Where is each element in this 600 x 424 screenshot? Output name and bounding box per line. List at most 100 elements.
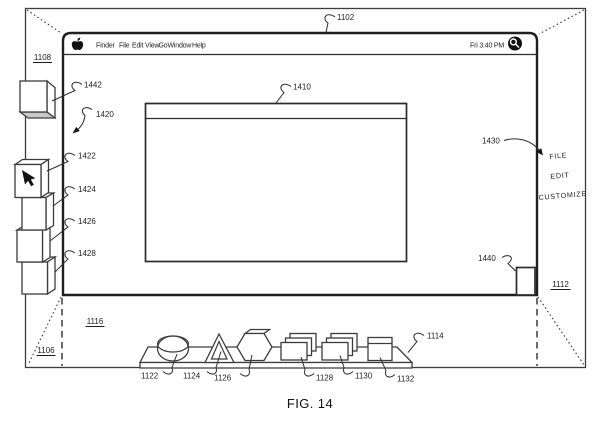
wall-menu-item-file[interactable]: FILE bbox=[549, 150, 568, 161]
ref-1112: 1112 bbox=[552, 280, 569, 289]
cube-front-face bbox=[14, 163, 42, 199]
wall-menu-item-edit[interactable]: EDIT bbox=[550, 170, 570, 181]
cube-side-face bbox=[41, 224, 51, 264]
spotlight-handle bbox=[514, 43, 520, 48]
apple-menu[interactable] bbox=[71, 37, 84, 50]
floating-cube-item[interactable] bbox=[18, 79, 57, 120]
ref-1426: 1426 bbox=[78, 217, 96, 226]
stack-front bbox=[321, 341, 349, 361]
dock-item-pyramid[interactable] bbox=[203, 332, 236, 364]
spotlight-glass bbox=[509, 38, 518, 46]
reference-labels: 1102 1108 1442 1420 1422 1424 1426 1428 … bbox=[33, 13, 571, 384]
arrow-1420-head bbox=[72, 126, 80, 134]
dock-item-window-stack-a[interactable] bbox=[280, 332, 317, 361]
leader-1440 bbox=[501, 255, 516, 272]
leader-1132 bbox=[379, 357, 396, 378]
ref-1128: 1128 bbox=[316, 374, 334, 383]
menu-item-finder[interactable]: Finder bbox=[96, 43, 116, 50]
leader-1428 bbox=[54, 250, 76, 273]
pyramid-outer bbox=[203, 332, 236, 364]
menu-item-file[interactable]: File bbox=[119, 43, 130, 50]
ref-1132: 1132 bbox=[397, 375, 415, 384]
ref-1428: 1428 bbox=[78, 249, 96, 258]
leader-1128 bbox=[300, 356, 315, 377]
ref-1422: 1422 bbox=[78, 152, 96, 161]
cube-stack bbox=[12, 158, 58, 296]
stack-cube-1[interactable] bbox=[12, 158, 51, 199]
apple-icon-body bbox=[71, 41, 84, 50]
menu-item-view[interactable]: View bbox=[145, 43, 161, 50]
perspective-line-bottom-right bbox=[537, 296, 585, 366]
disc-body bbox=[156, 335, 190, 362]
ref-1430: 1430 bbox=[482, 137, 500, 146]
cube-front-face bbox=[21, 261, 49, 295]
perspective-line-top-left bbox=[26, 9, 62, 34]
ref-1108: 1108 bbox=[34, 53, 52, 62]
menu-item-go[interactable]: Go bbox=[159, 43, 168, 50]
leader-1126 bbox=[239, 354, 253, 377]
dock-item-disc[interactable] bbox=[156, 335, 190, 362]
perspective-line-top-right bbox=[538, 9, 585, 35]
shelf-front-face bbox=[139, 361, 413, 369]
ref-1126: 1126 bbox=[214, 374, 232, 383]
arrow-1420-shaft bbox=[77, 107, 93, 130]
dock-item-box[interactable] bbox=[367, 336, 393, 362]
leader-1424 bbox=[52, 186, 76, 207]
menu-item-edit[interactable]: Edit bbox=[132, 43, 144, 50]
ref-1440: 1440 bbox=[478, 254, 496, 263]
leader-1442 bbox=[51, 81, 83, 102]
stack-cube-3[interactable] bbox=[14, 224, 53, 264]
cube-side-face bbox=[46, 79, 56, 120]
ref-1122: 1122 bbox=[141, 372, 159, 381]
arrow-1430-head bbox=[536, 148, 543, 156]
spotlight-button[interactable] bbox=[508, 36, 522, 51]
disc-rim bbox=[156, 335, 190, 353]
leader-1426 bbox=[49, 218, 76, 242]
menu-bar: Finder File Edit View Go Window Help Fri… bbox=[71, 36, 522, 51]
dock-item-hexagon[interactable] bbox=[236, 328, 273, 362]
menu-item-help[interactable]: Help bbox=[192, 43, 206, 50]
cube-front-face bbox=[19, 80, 48, 113]
leader-1114 bbox=[407, 332, 425, 353]
arrow-1430-shaft bbox=[503, 138, 540, 151]
leader-1410 bbox=[275, 83, 292, 104]
stack-front bbox=[280, 341, 308, 361]
cube-side-face bbox=[46, 255, 56, 296]
leader-lines bbox=[46, 14, 543, 378]
hexagon-face bbox=[236, 332, 273, 362]
dock-items bbox=[156, 328, 393, 364]
corner-box-item[interactable] bbox=[515, 266, 536, 296]
ref-1106: 1106 bbox=[37, 346, 55, 355]
app-window-frame bbox=[144, 102, 408, 263]
leader-1422 bbox=[46, 152, 76, 172]
ref-1124: 1124 bbox=[183, 372, 201, 381]
cube-front-face bbox=[21, 196, 47, 231]
menu-clock[interactable]: Fri 3:40 PM bbox=[470, 43, 505, 50]
pyramid-inner bbox=[210, 340, 228, 360]
leader-1122 bbox=[162, 353, 178, 375]
ref-1424: 1424 bbox=[78, 185, 96, 194]
apple-icon bbox=[77, 37, 81, 41]
ref-1410: 1410 bbox=[293, 83, 311, 92]
ref-1130: 1130 bbox=[355, 372, 373, 381]
ref-1114: 1114 bbox=[427, 332, 444, 341]
leader-1130 bbox=[339, 355, 354, 375]
wall-menu: FILE EDIT CUSTOMIZE bbox=[538, 150, 587, 202]
ref-1420: 1420 bbox=[96, 110, 114, 119]
leader-1102 bbox=[324, 14, 336, 33]
ref-1102: 1102 bbox=[337, 13, 355, 22]
leader-1124 bbox=[206, 351, 222, 375]
menu-item-window[interactable]: Window bbox=[168, 43, 193, 50]
dock-item-window-stack-b[interactable] bbox=[321, 332, 358, 361]
ref-1442: 1442 bbox=[84, 81, 102, 90]
wall-menu-item-customize[interactable]: CUSTOMIZE bbox=[538, 189, 587, 202]
cube-front-face bbox=[16, 229, 44, 263]
ref-1116: 1116 bbox=[87, 317, 104, 326]
stack-cube-2[interactable] bbox=[19, 191, 56, 232]
cube-side-face bbox=[45, 191, 55, 232]
cube-side-face bbox=[40, 158, 50, 199]
app-window[interactable] bbox=[144, 102, 408, 263]
figure-caption: FIG. 14 bbox=[287, 396, 333, 411]
box-body bbox=[367, 336, 393, 362]
